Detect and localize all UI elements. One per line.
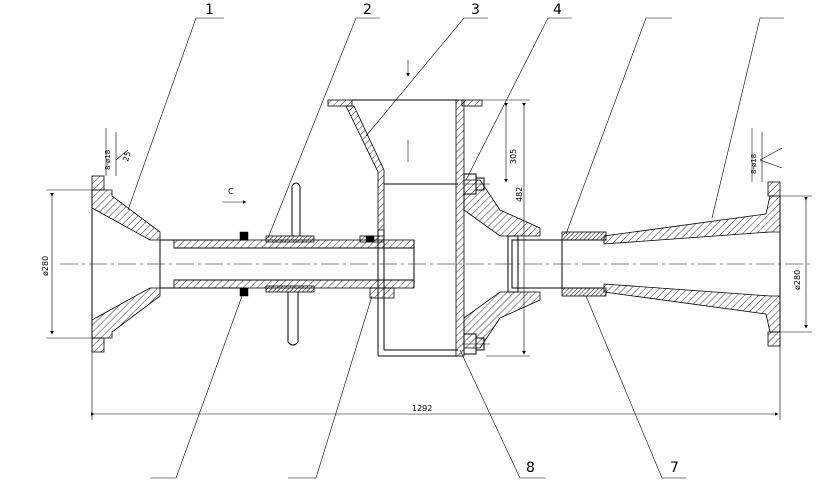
overall-length-dim: 1292 (412, 404, 432, 413)
left-bolt-callout: 8-ø18 (104, 150, 112, 170)
nozzle-pipe (173, 231, 415, 297)
balloon-1: 1 (205, 2, 214, 18)
height-482-dim: 482 (515, 187, 524, 202)
dimension-lines (46, 99, 812, 420)
right-diameter-dim: ø280 (793, 270, 802, 290)
angle-dim: 25 (121, 150, 132, 162)
suction-chamber (327, 60, 483, 357)
balloon-8: 8 (526, 460, 535, 476)
height-305-dim: 305 (509, 149, 518, 164)
balloon-7: 7 (670, 460, 679, 476)
balloon-3: 3 (471, 2, 480, 18)
leader-lines (127, 17, 784, 479)
mixing-flange (462, 173, 541, 355)
right-bolt-callout: 8-ø18 (750, 154, 758, 174)
left-diameter-dim: ø280 (41, 256, 50, 276)
balloon-2: 2 (363, 2, 372, 18)
coupling-sleeve (265, 182, 395, 346)
section-mark: C (228, 187, 234, 196)
throat-pipe (507, 231, 607, 297)
balloon-4: 4 (553, 2, 562, 18)
